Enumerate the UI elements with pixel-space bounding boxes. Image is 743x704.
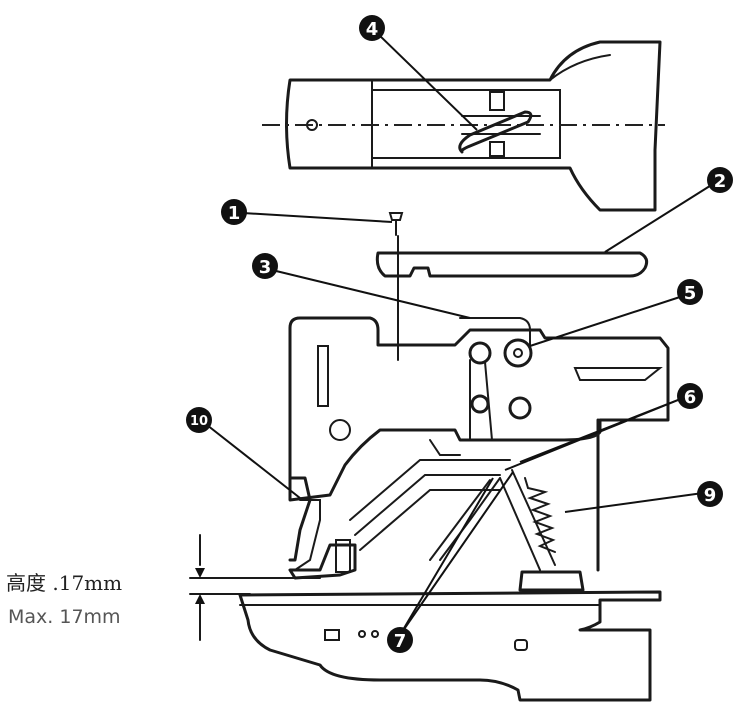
callout-4-label: 4: [366, 19, 379, 40]
callout-9: 9: [697, 481, 723, 507]
callout-6-label: 6: [684, 387, 697, 408]
leader-lines: [206, 33, 714, 636]
callout-10: 10: [186, 407, 212, 433]
callout-1: 1: [221, 199, 247, 225]
callout-5-label: 5: [684, 283, 697, 304]
height-dimension: [189, 534, 321, 641]
machine-body: [288, 316, 670, 592]
callout-4: 4: [359, 15, 385, 41]
height-spec-max: Max. 17mm: [8, 606, 121, 628]
machine-bed: [238, 590, 662, 702]
callout-9-label: 9: [704, 485, 717, 506]
callout-6: 6: [677, 383, 703, 409]
callout-10-label: 10: [190, 414, 208, 429]
height-spec-label: 高度 .17mm: [6, 571, 122, 595]
callout-7-label: 7: [394, 631, 407, 652]
callout-3: 3: [252, 253, 278, 279]
callout-2-label: 2: [714, 171, 727, 192]
arm-top-view: [262, 40, 665, 212]
callout-2: 2: [707, 167, 733, 193]
callout-3-label: 3: [259, 257, 272, 278]
cover-plate: [375, 251, 649, 278]
callout-7: 7: [387, 627, 413, 653]
callout-5: 5: [677, 279, 703, 305]
screw: [388, 212, 404, 361]
callout-1-label: 1: [228, 203, 241, 224]
